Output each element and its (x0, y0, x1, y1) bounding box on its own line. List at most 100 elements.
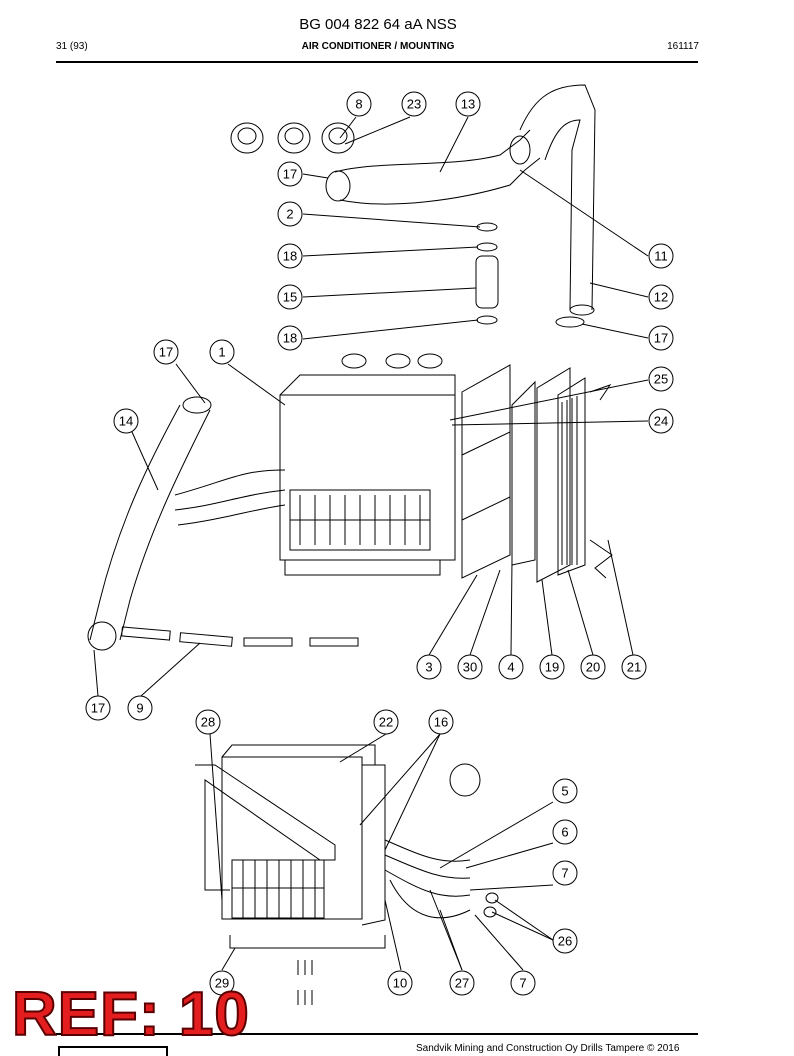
callout-circle (277, 243, 303, 269)
callout-label: 17 (654, 331, 668, 346)
callout-24: 24 (648, 408, 674, 434)
callout-label: 2 (286, 207, 293, 222)
callout-circle (209, 339, 235, 365)
callout-circle (346, 91, 372, 117)
callout-circle (428, 709, 454, 735)
callout-label: 6 (561, 825, 568, 840)
callout-label: 18 (283, 331, 297, 346)
callout-17: 17 (153, 339, 179, 365)
callout-circle (277, 161, 303, 187)
callout-8: 8 (346, 91, 372, 117)
callout-label: 17 (159, 345, 173, 360)
callout-label: 17 (91, 701, 105, 716)
reference-stamp: REF: 10 (11, 980, 250, 1049)
page-number: 31 (93) (56, 41, 88, 52)
callout-17: 17 (85, 695, 111, 721)
callout-7: 7 (510, 970, 536, 996)
callout-label: 16 (434, 715, 448, 730)
callout-label: 15 (283, 290, 297, 305)
callout-label: 28 (201, 715, 215, 730)
footer-rule (56, 1033, 698, 1035)
callout-label: 19 (545, 660, 559, 675)
callout-4: 4 (498, 654, 524, 680)
callout-18: 18 (277, 243, 303, 269)
callout-label: 8 (355, 97, 362, 112)
callout-13: 13 (455, 91, 481, 117)
callout-27: 27 (449, 970, 475, 996)
callout-21: 21 (621, 654, 647, 680)
callout-label: 29 (215, 976, 229, 991)
refrigerant-line-icon (174, 469, 286, 526)
callout-circle (552, 928, 578, 954)
parts-linework (87, 84, 613, 1005)
callout-2: 2 (277, 201, 303, 227)
filter-panel-icon (461, 364, 586, 583)
callout-circle (373, 709, 399, 735)
callout-label: 20 (586, 660, 600, 675)
callout-circle (153, 339, 179, 365)
footer-copyright: Sandvik Mining and Construction Oy Drill… (416, 1043, 680, 1054)
callout-label: 27 (455, 976, 469, 991)
callout-circle (580, 654, 606, 680)
sandvik-logo (58, 1046, 168, 1056)
callout-circle (85, 695, 111, 721)
callout-10: 10 (387, 970, 413, 996)
callout-25: 25 (648, 366, 674, 392)
callout-15: 15 (277, 284, 303, 310)
callout-label: 30 (463, 660, 477, 675)
callout-7: 7 (552, 860, 578, 886)
callout-label: 25 (654, 372, 668, 387)
callout-circle (113, 408, 139, 434)
callout-3: 3 (416, 654, 442, 680)
callout-label: 11 (654, 249, 668, 264)
date-code: 161117 (667, 41, 699, 52)
callout-label: 7 (561, 866, 568, 881)
callout-17: 17 (648, 325, 674, 351)
callout-23: 23 (401, 91, 427, 117)
callout-group: 8 23 13 17 2 18 15 18 11 12 17 17 1 14 25 24 3 30 4 19 20 21 1… (85, 91, 674, 996)
callout-label: 7 (519, 976, 526, 991)
callout-label: 1 (218, 345, 225, 360)
callout-22: 22 (373, 709, 399, 735)
callout-circle (539, 654, 565, 680)
clip-icon (589, 539, 613, 579)
callout-26: 26 (552, 928, 578, 954)
callout-18: 18 (277, 325, 303, 351)
callout-20: 20 (580, 654, 606, 680)
callout-label: 13 (461, 97, 475, 112)
callout-30: 30 (457, 654, 483, 680)
callout-12: 12 (648, 284, 674, 310)
callout-label: 18 (283, 249, 297, 264)
air-conditioner-unit-icon (279, 353, 456, 576)
grille-icon (121, 626, 359, 647)
clip-icon (589, 384, 612, 401)
callout-19: 19 (539, 654, 565, 680)
callout-label: 21 (627, 660, 641, 675)
header-rule (56, 61, 698, 63)
callout-circle (127, 695, 153, 721)
callout-6: 6 (552, 819, 578, 845)
callout-circle (449, 970, 475, 996)
leader-lines (93, 116, 649, 971)
callout-circle (648, 408, 674, 434)
callout-circle (209, 970, 235, 996)
callout-9: 9 (127, 695, 153, 721)
hose-icon (87, 396, 212, 651)
document-title: BG 004 822 64 aA NSS (299, 16, 457, 33)
callout-circle (552, 860, 578, 886)
callout-circle (552, 778, 578, 804)
callout-28: 28 (195, 709, 221, 735)
callout-circle (277, 284, 303, 310)
callout-circle (195, 709, 221, 735)
section-title: AIR CONDITIONER / MOUNTING (301, 41, 455, 52)
callout-label: 17 (283, 167, 297, 182)
callout-17: 17 (277, 161, 303, 187)
hose-icon (325, 84, 596, 316)
callout-circle (552, 819, 578, 845)
air-conditioner-unit-icon (195, 744, 481, 1005)
callout-14: 14 (113, 408, 139, 434)
callout-circle (416, 654, 442, 680)
callout-circle (648, 366, 674, 392)
callout-circle (621, 654, 647, 680)
callout-circle (648, 284, 674, 310)
